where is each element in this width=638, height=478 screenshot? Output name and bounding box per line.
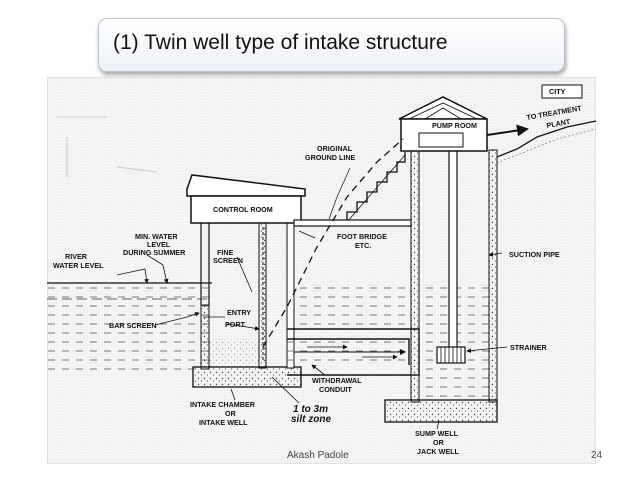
slide-title: (1) Twin well type of intake structure: [113, 31, 448, 54]
control-room: [190, 195, 302, 224]
intake-chamber-label: INTAKE CHAMBER: [190, 400, 256, 409]
jack-well-label: JACK WELL: [417, 447, 460, 456]
intake-foundation: [192, 366, 302, 388]
bar-screen-label: BAR SCREEN: [109, 321, 157, 330]
during-summer-label: DURING SUMMER: [123, 248, 186, 257]
sump-well-label: SUMP WELL: [415, 429, 459, 438]
withdrawal-label: WITHDRAWAL: [312, 376, 362, 385]
screen-label: SCREEN: [213, 256, 243, 265]
city-label: CITY: [549, 87, 566, 96]
plant-label: PLANT: [546, 117, 572, 130]
level-label: LEVEL: [147, 240, 171, 249]
silt-zone-label: silt zone: [291, 414, 331, 425]
port-label: PORT: [225, 320, 246, 329]
river-label: RIVER: [65, 252, 88, 261]
water-level-label: WATER LEVEL: [53, 261, 104, 270]
suction-pipe-label: SUCTION PIPE: [509, 250, 560, 259]
conduit-label: CONDUIT: [319, 385, 352, 394]
fine-label: FINE: [217, 248, 234, 257]
control-room-roof: [186, 174, 306, 197]
suction-pipe: [448, 131, 458, 359]
silt-range-label: 1 to 3m: [293, 404, 328, 415]
intake-or-label: OR: [225, 409, 237, 418]
control-room-label: CONTROL ROOM: [213, 205, 273, 214]
sump-or-label: OR: [433, 438, 445, 447]
pump-room-label: PUMP ROOM: [432, 121, 477, 130]
twin-well-intake-diagram: CITY PUMP ROOM TO TREATMENT PLANT ORIGIN…: [47, 77, 596, 464]
foot-bridge-label: FOOT BRIDGE: [337, 232, 387, 241]
foot-bridge: [293, 219, 412, 227]
footer-author: Akash Padole: [287, 450, 349, 461]
page-number: 24: [591, 450, 603, 461]
strainer-label: STRAINER: [510, 343, 548, 352]
strainer: [436, 346, 466, 364]
entry-label: ENTRY: [227, 308, 251, 317]
original-ground-line: [262, 138, 404, 348]
ground-line-label: GROUND LINE: [305, 153, 356, 162]
original-label: ORIGINAL: [317, 144, 353, 153]
sump-foundation: [384, 399, 498, 423]
river-water: [47, 283, 212, 373]
min-water-label: MIN. WATER: [135, 232, 178, 241]
intake-well-label: INTAKE WELL: [199, 418, 248, 427]
title-box: (1) Twin well type of intake structure: [98, 18, 565, 72]
etc-label: ETC.: [355, 241, 371, 250]
